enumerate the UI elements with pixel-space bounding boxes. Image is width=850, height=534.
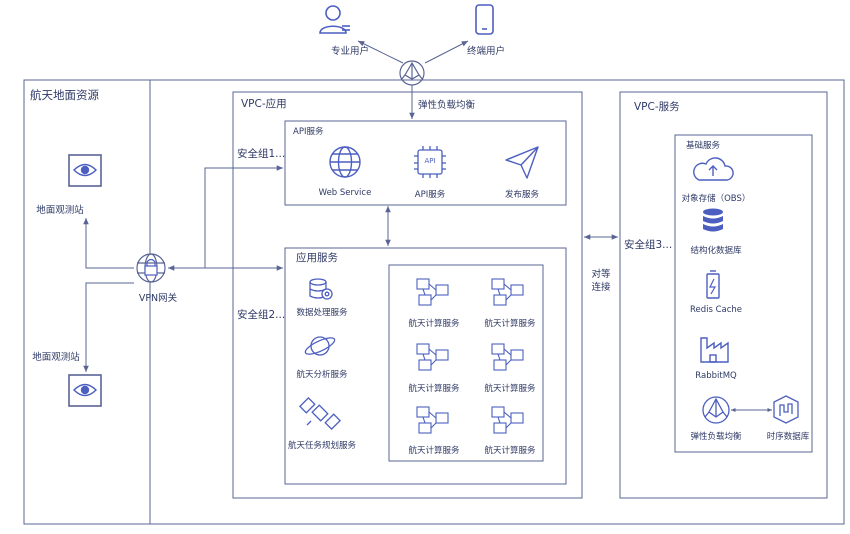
api-chip-icon — [414, 146, 446, 178]
phone-icon — [475, 4, 494, 35]
timeseries-db-label: 时序数据库 — [766, 432, 810, 442]
elb-base-label: 弹性负载均衡 — [690, 432, 742, 442]
rabbitmq-label: RabbitMQ — [695, 371, 737, 381]
pro-user-link — [357, 40, 404, 64]
compute-label: 航天计算服务 — [408, 384, 460, 394]
vpn-gateway-icon — [136, 253, 166, 283]
security-group-1-label: 安全组1... — [237, 148, 286, 160]
peering-label-line1: 对等 — [591, 269, 611, 280]
database-icon — [703, 208, 723, 232]
vpc-service-box — [619, 91, 828, 499]
ground-resources-title: 航天地面资源 — [30, 88, 99, 102]
compute-node-icon — [416, 343, 449, 371]
compute-node-icon — [491, 406, 524, 434]
vpn-gateway-label: VPN网关 — [138, 293, 178, 304]
compute-label: 航天计算服务 — [484, 384, 536, 394]
eye-icon — [68, 374, 102, 407]
vpc-app-title: VPC-应用 — [241, 98, 287, 110]
web-service-label: Web Service — [318, 188, 372, 198]
timeseries-database-icon — [773, 395, 799, 424]
compute-label: 航天计算服务 — [408, 319, 460, 329]
redis-cache-label: Redis Cache — [689, 305, 743, 315]
eye-icon — [68, 154, 102, 187]
publish-service-label: 发布服务 — [504, 190, 540, 200]
elb-label: 弹性负载均衡 — [418, 100, 476, 111]
compute-label: 航天计算服务 — [408, 446, 460, 456]
compute-label: 航天计算服务 — [484, 319, 536, 329]
terminal-user-link — [424, 40, 469, 64]
compute-node-icon — [491, 343, 524, 371]
globe-icon — [329, 146, 361, 178]
api-chip-text: API — [424, 157, 436, 165]
api-services-title: API服务 — [293, 127, 324, 137]
app-services-title: 应用服务 — [296, 252, 338, 264]
api-service-label: API服务 — [414, 190, 446, 200]
security-group-3-label: 安全组3... — [624, 239, 673, 251]
load-balancer-icon — [399, 60, 425, 86]
vpn-to-api-link — [204, 165, 283, 268]
base-services-title: 基础服务 — [686, 141, 721, 151]
paper-plane-icon — [505, 146, 539, 179]
factory-icon — [700, 337, 729, 363]
vpc-service-title: VPC-服务 — [634, 101, 680, 113]
planet-icon — [304, 336, 336, 356]
compute-node-icon — [416, 278, 449, 306]
satellite-icon — [299, 397, 341, 430]
terminal-user-label: 终端用户 — [466, 46, 506, 57]
station-bottom-link — [83, 282, 134, 372]
security-group-2-label: 安全组2... — [237, 309, 286, 321]
obs-label: 对象存储（OBS） — [681, 194, 751, 204]
api-services-box — [284, 120, 567, 206]
database-settings-icon — [309, 278, 333, 300]
compute-label: 航天计算服务 — [484, 446, 536, 456]
app-services-box — [284, 247, 567, 485]
compute-node-icon — [416, 406, 449, 434]
ground-station-bottom-label: 地面观测站 — [32, 352, 80, 363]
cloud-upload-icon — [693, 157, 734, 181]
cache-icon — [706, 270, 720, 299]
compute-cluster-box — [388, 264, 544, 462]
mission-planning-label: 航天任务规划服务 — [287, 441, 357, 451]
aerospace-analysis-label: 航天分析服务 — [296, 370, 348, 380]
station-top-link — [83, 218, 134, 269]
data-processing-label: 数据处理服务 — [296, 308, 348, 318]
compute-node-icon — [491, 278, 524, 306]
peering-label-line2: 连接 — [591, 282, 611, 293]
load-balancer-icon — [702, 396, 730, 424]
structured-db-label: 结构化数据库 — [690, 246, 742, 256]
ground-station-top-label: 地面观测站 — [36, 205, 84, 216]
vpc-app-box — [232, 91, 583, 499]
outer-frame — [23, 79, 845, 525]
pro-user-icon — [319, 5, 350, 34]
base-services-box — [674, 134, 813, 453]
pro-user-label: 专业用户 — [330, 46, 370, 57]
